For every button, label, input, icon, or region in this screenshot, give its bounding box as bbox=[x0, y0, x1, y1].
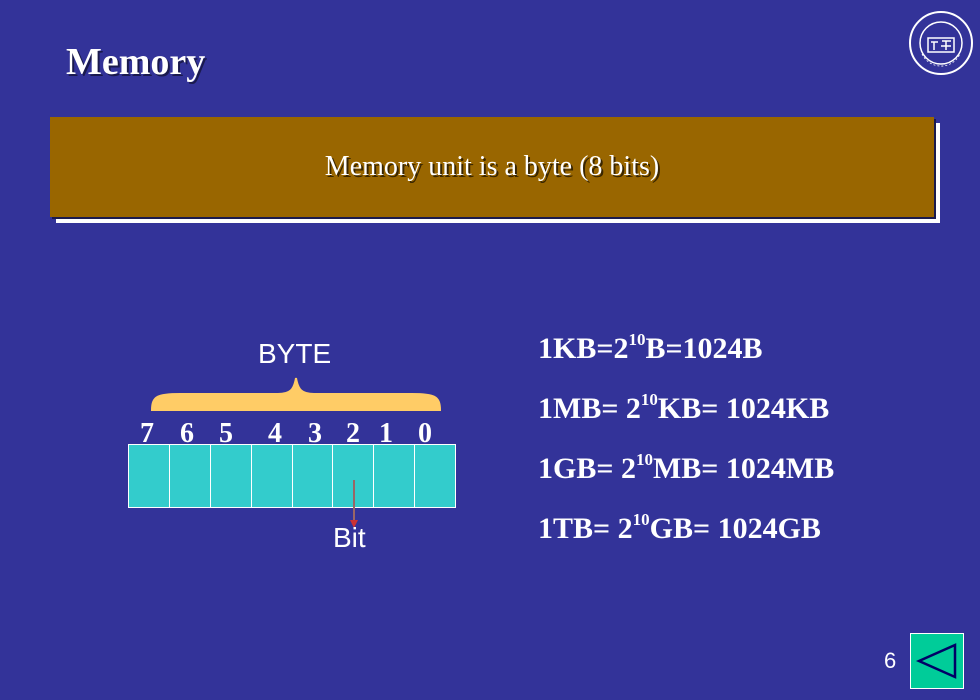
bit-label: Bit bbox=[333, 522, 366, 553]
bit-number: 7 bbox=[140, 418, 154, 449]
bit-number: 1 bbox=[379, 418, 393, 449]
slide-title: Memory bbox=[66, 41, 206, 83]
unit-tb-line: 1TB= 210GB= 1024GB bbox=[538, 510, 821, 545]
unit-mb-line: 1MB= 210KB= 1024KB bbox=[538, 390, 830, 425]
bit-cell bbox=[129, 445, 170, 507]
banner-text: Memory unit is a byte (8 bits) bbox=[324, 151, 660, 182]
triangle-left-icon bbox=[915, 643, 957, 679]
bit-number: 2 bbox=[346, 418, 360, 449]
bit-number: 5 bbox=[219, 418, 233, 449]
bit-cell bbox=[169, 445, 211, 507]
bit-number: 0 bbox=[418, 418, 432, 449]
bit-number: 3 bbox=[308, 418, 322, 449]
bit-cell bbox=[415, 445, 455, 507]
bit-cell bbox=[251, 445, 293, 507]
previous-slide-button[interactable] bbox=[910, 633, 964, 689]
unit-kb-line: 1KB=210B=1024B bbox=[538, 330, 763, 365]
curly-brace-icon bbox=[150, 377, 442, 411]
bit-number: 4 bbox=[268, 418, 282, 449]
bit-cell bbox=[210, 445, 252, 507]
bit-cell bbox=[374, 445, 416, 507]
bit-pointer-arrow bbox=[350, 480, 358, 528]
banner: Memory unit is a byte (8 bits) bbox=[50, 117, 934, 217]
page-number: 6 bbox=[884, 648, 897, 673]
university-seal-icon bbox=[909, 11, 973, 75]
bit-cell bbox=[292, 445, 334, 507]
byte-cells bbox=[128, 444, 456, 508]
byte-label: BYTE bbox=[258, 338, 332, 369]
unit-gb-line: 1GB= 210MB= 1024MB bbox=[538, 450, 835, 485]
bit-number: 6 bbox=[180, 418, 194, 449]
